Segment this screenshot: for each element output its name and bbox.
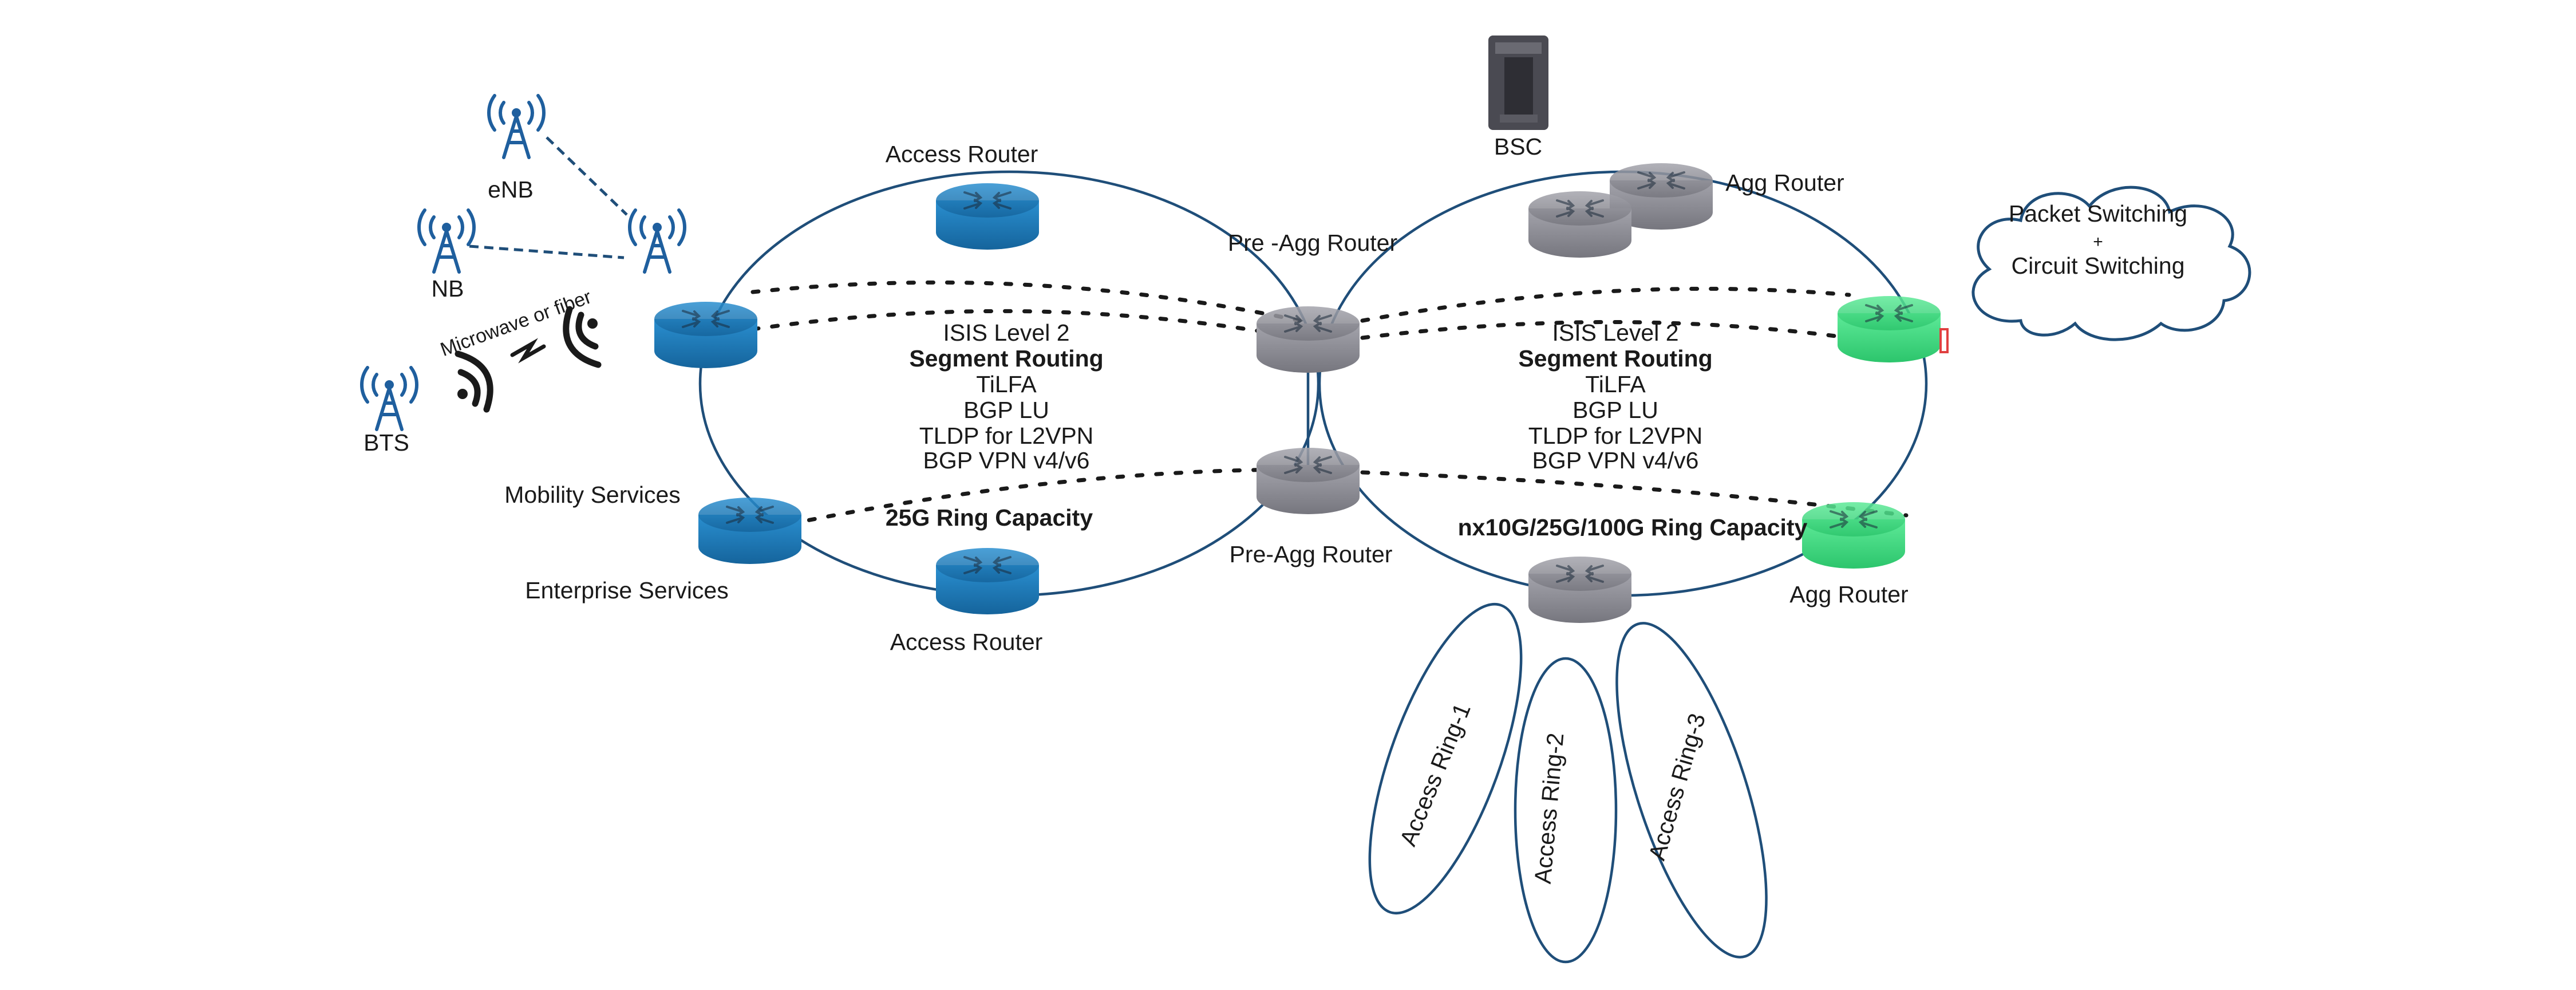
access-router-bottom (935, 547, 1040, 616)
enterprise-services-label: Enterprise Services (525, 577, 728, 604)
cloud-line-3: Circuit Switching (2011, 253, 2184, 279)
left-ring-line-3: TiLFA (976, 371, 1037, 397)
bts-label: BTS (364, 429, 409, 456)
access-ring-1-label: Access Ring-1 (1394, 700, 1476, 850)
dotted-path-left-mid (750, 309, 1302, 340)
wireless-signal-icon (455, 306, 602, 413)
dotted-path-left-top (750, 280, 1302, 323)
agg-router-green-bottom (1801, 501, 1906, 570)
agg-router-bottom-label: Agg Router (1789, 581, 1908, 608)
bsc-server-rack-icon (1488, 36, 1548, 130)
access-router-bottom-label: Access Router (890, 629, 1043, 655)
access-ring-1-loop (1368, 602, 1523, 915)
access-ring-2-loop (1514, 657, 1618, 964)
right-ring-line-6: BGP VPN v4/v6 (1532, 447, 1699, 474)
left-ring-line-2: Segment Routing (909, 345, 1103, 372)
pre-agg-router-top (1255, 305, 1361, 374)
nb-label: NB (432, 275, 464, 302)
left-ring-line-1: ISIS Level 2 (943, 320, 1069, 346)
mobility-services-label: Mobility Services (504, 482, 681, 508)
access-ring-2-label: Access Ring-2 (1530, 732, 1569, 885)
agg-router-gray-bottom (1527, 555, 1633, 624)
nb-link-dashed (469, 244, 625, 259)
enb-tower-icon (489, 96, 544, 157)
enb-link-dashed (546, 136, 628, 216)
dotted-path-left-bottom (788, 467, 1302, 526)
right-ring-capacity: nx10G/25G/100G Ring Capacity (1458, 514, 1808, 541)
pre-agg-router-top-label: Pre -Agg Router (1228, 230, 1397, 256)
left-ring-capacity: 25G Ring Capacity (886, 504, 1093, 531)
nb-tower-icon (419, 210, 474, 272)
access-router-mobility (697, 496, 803, 565)
access-ring-3-label: Access Ring-3 (1643, 711, 1710, 863)
access-router-top-label: Access Router (886, 141, 1038, 167)
left-ring-line-4: BGP LU (963, 397, 1049, 423)
right-ring-line-4: BGP LU (1573, 397, 1658, 423)
cloud-icon (1971, 186, 2251, 341)
left-ring-line-6: BGP VPN v4/v6 (923, 447, 1090, 474)
agg-router-gray-front (1527, 190, 1633, 259)
right-ring-line-1: ISIS Level 2 (1552, 320, 1678, 346)
access-ring-3-loop (1615, 622, 1768, 959)
bts-tower-icon (362, 368, 417, 429)
bsc-label: BSC (1494, 133, 1542, 160)
access-router-left (653, 301, 758, 369)
enb-label: eNB (488, 176, 534, 203)
left-ring-line-5: TLDP for L2VPN (919, 423, 1094, 449)
agg-router-top-label: Agg Router (1725, 169, 1844, 196)
right-ring-line-5: TLDP for L2VPN (1528, 423, 1703, 449)
cloud-line-1: Packet Switching (2009, 200, 2187, 227)
agg-router-red-marker (1939, 328, 1949, 353)
mid-tower-icon (630, 210, 685, 272)
right-ring-line-3: TiLFA (1585, 371, 1646, 397)
cloud-line-2: + (2093, 232, 2103, 251)
pre-agg-router-bottom-label: Pre-Agg Router (1230, 541, 1393, 567)
pre-agg-router-bottom (1255, 447, 1361, 515)
right-ring-line-2: Segment Routing (1518, 345, 1712, 372)
agg-router-green-top (1836, 295, 1942, 364)
dotted-path-right-top (1360, 286, 1851, 323)
access-router-top (935, 182, 1040, 251)
